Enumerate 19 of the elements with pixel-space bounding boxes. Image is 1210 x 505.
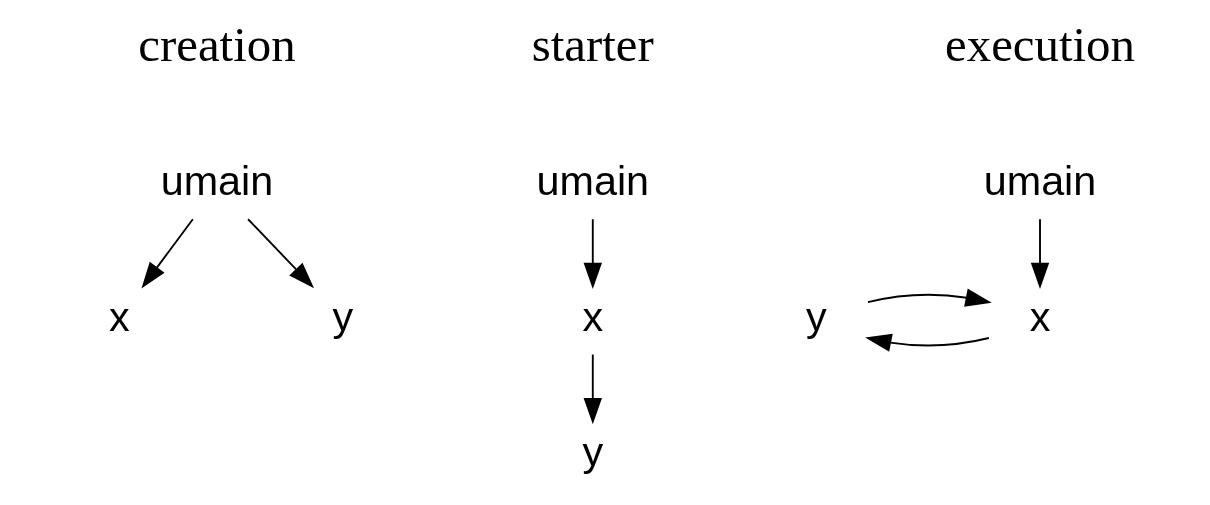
arrow (141, 218, 194, 289)
node-text: y (332, 293, 354, 340)
arrow (583, 218, 602, 289)
node-text: y (806, 293, 827, 340)
arrow (247, 218, 315, 289)
label: creation (138, 17, 296, 73)
node-text: x (108, 293, 130, 340)
arrow (1030, 218, 1050, 289)
arrow (865, 333, 990, 352)
node-text: umain (536, 158, 650, 205)
arrow (867, 288, 992, 307)
node-text: x (582, 293, 604, 340)
label: execution (945, 17, 1135, 73)
label: starter (531, 17, 654, 73)
node-text: x (1029, 293, 1051, 340)
node-text: umain (160, 158, 274, 205)
node-text: y (582, 428, 604, 475)
arrow (583, 353, 602, 425)
node-text: umain (983, 158, 1097, 205)
